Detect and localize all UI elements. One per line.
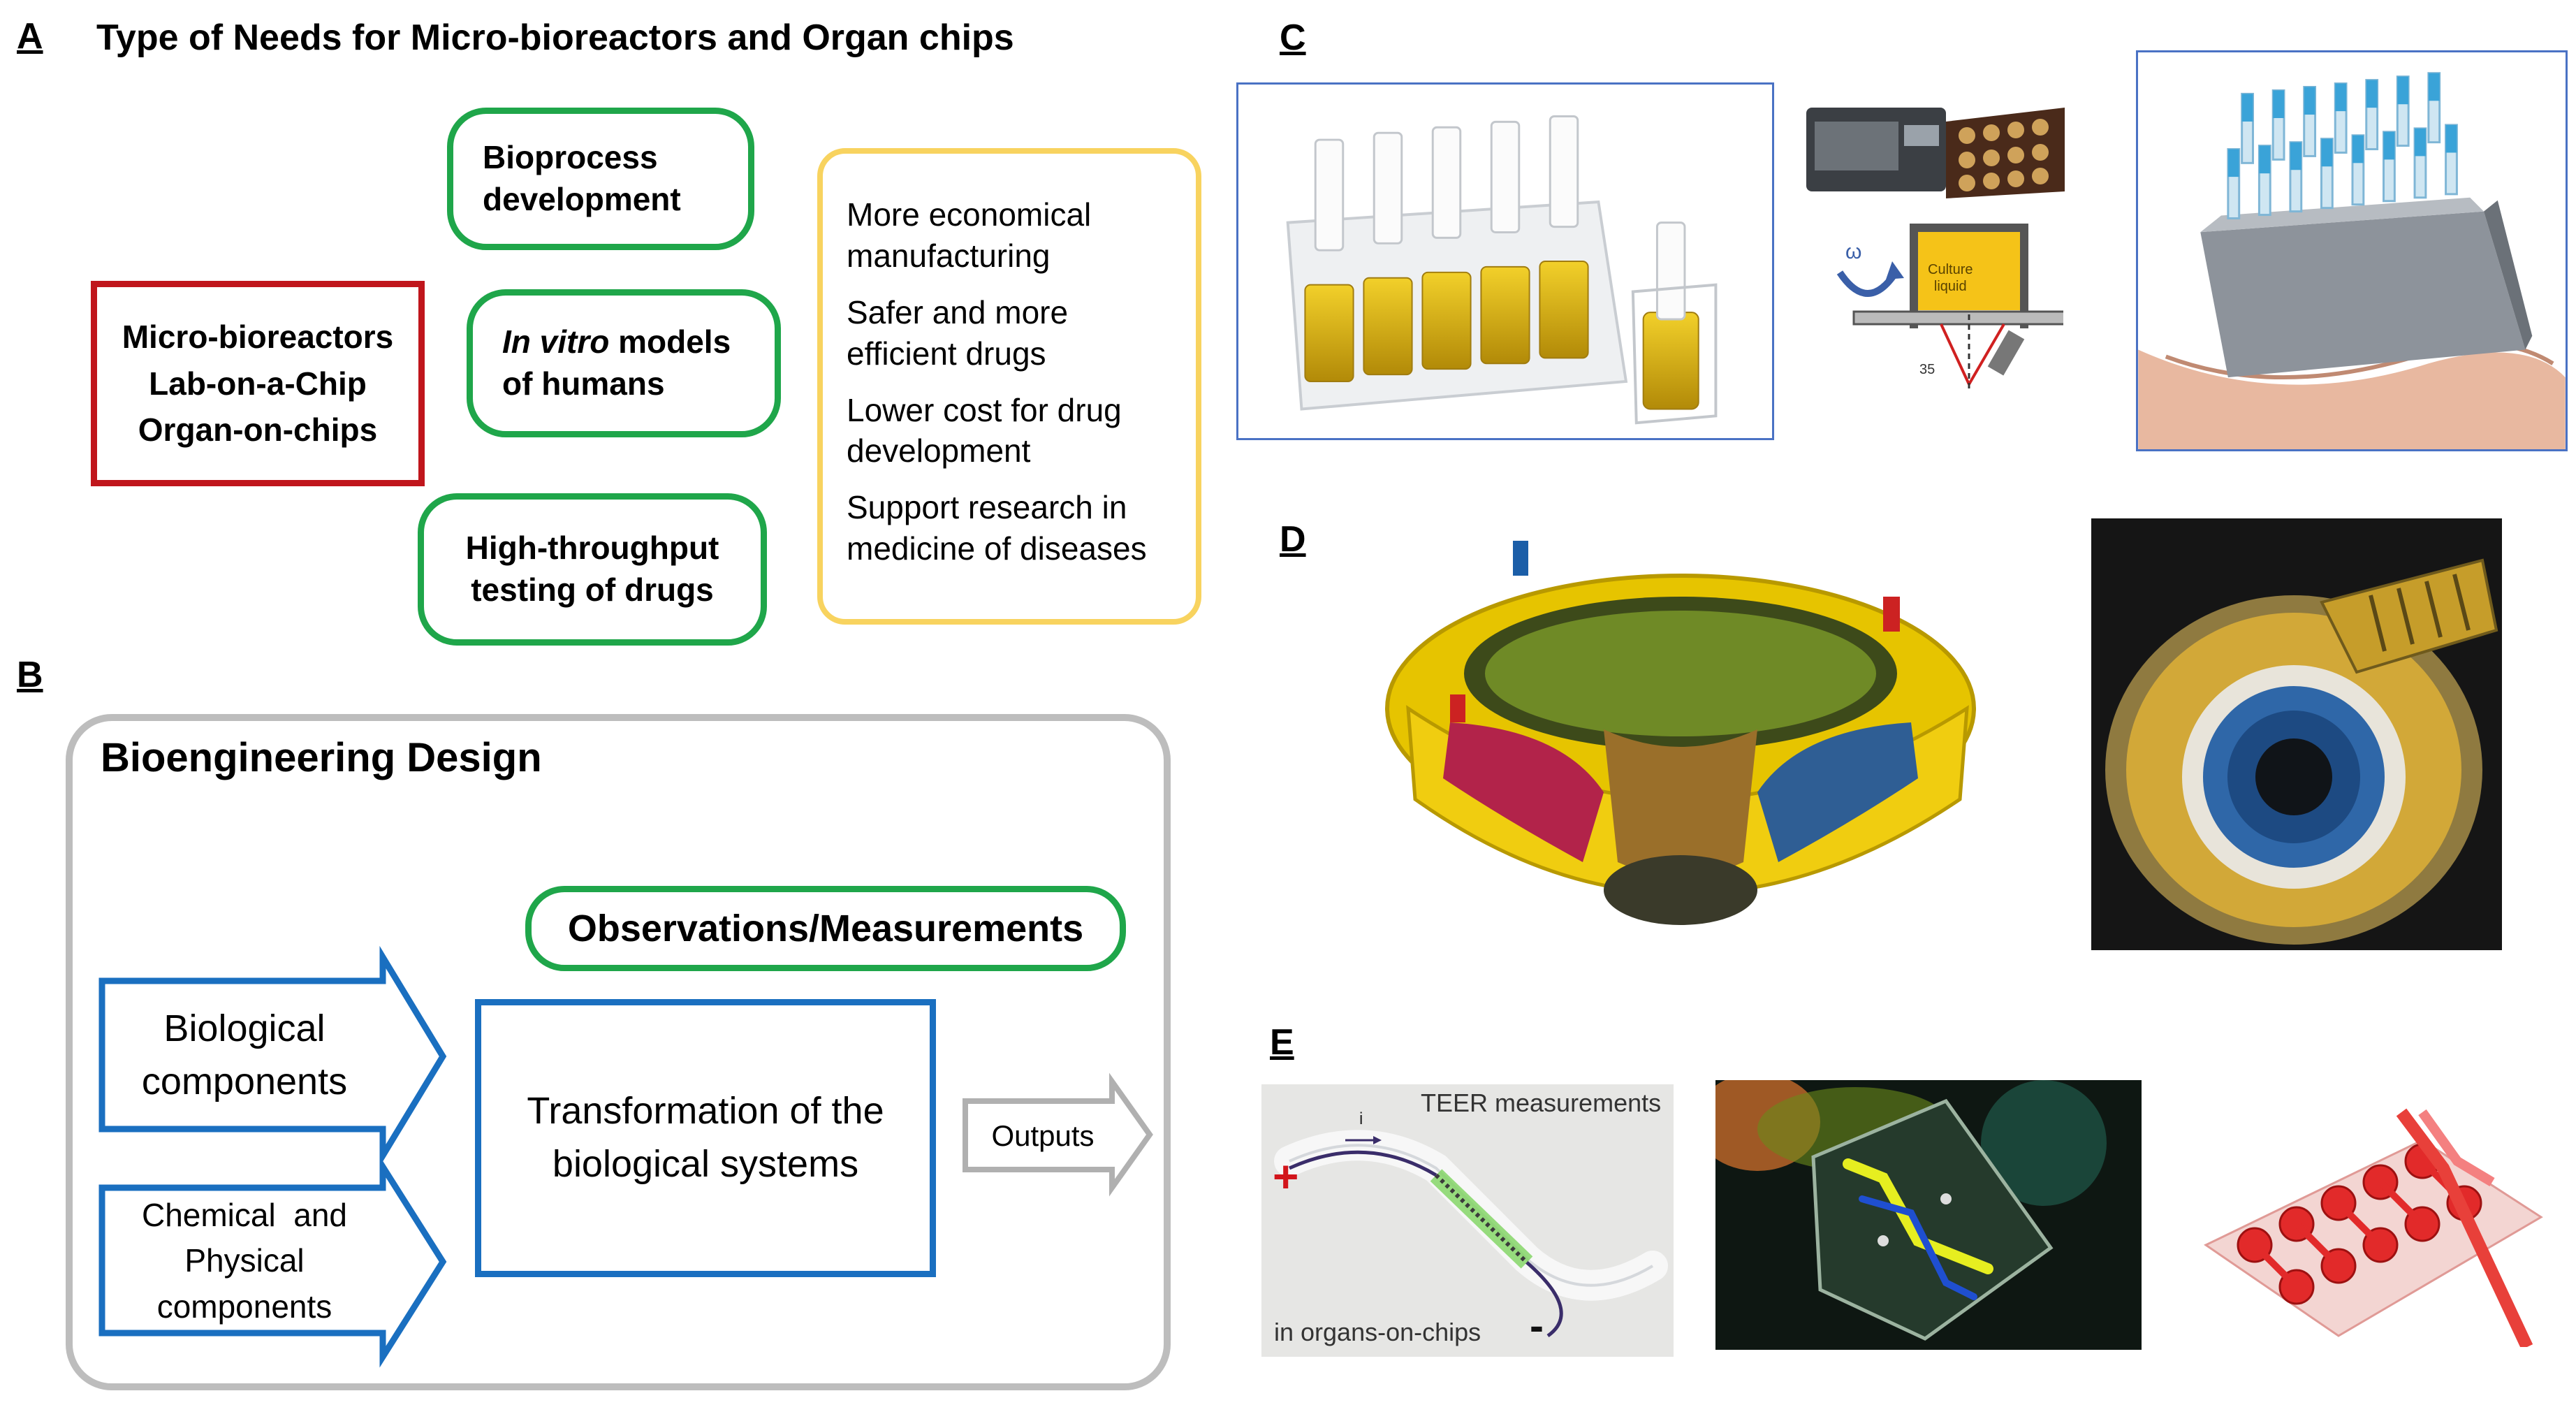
eye-on-chip-photo: [2091, 518, 2502, 950]
fluorescent-chip-illustration: [1715, 1080, 2142, 1350]
teer-measurement-photo: [1261, 1084, 1674, 1357]
panel-b-label: B: [17, 655, 43, 695]
bioreactor-vessels-photo: [1236, 82, 1774, 440]
benefit-3-line1: Lower cost for drug: [847, 391, 1122, 428]
bio-components-line1: Biological: [163, 1007, 325, 1050]
fluorescent-chip-photo: [1715, 1080, 2142, 1350]
in-vitro-models-text: models: [609, 323, 731, 361]
benefit-lower-cost: Lower cost for drug development: [847, 390, 1175, 472]
need-in-vitro-line2: of humans: [502, 365, 665, 402]
need-high-throughput: High-throughput testing of drugs: [418, 493, 767, 646]
transformation-box: Transformation of the biological systems: [475, 999, 936, 1277]
panel-c-label: C: [1280, 17, 1306, 58]
bio-components-label: Biological components: [105, 984, 384, 1128]
bioreactor-vessels-illustration: [1286, 115, 1718, 425]
chem-components-line3: components: [156, 1288, 332, 1325]
benefit-2-line2: efficient drugs: [847, 335, 1046, 372]
benefit-safer-drugs: Safer and more efficient drugs: [847, 292, 1175, 374]
bio-components-line2: components: [141, 1061, 348, 1102]
platform-organ-on-chips: Organ-on-chips: [138, 412, 378, 449]
benefit-1-line1: More economical: [847, 196, 1092, 233]
chem-components-label: Chemical and Physical components: [105, 1191, 384, 1332]
current-label: i: [1359, 1109, 1363, 1128]
culture-liquid-line1: Culture: [1928, 262, 1973, 277]
teer-chip-illustration: [1261, 1084, 1674, 1357]
platform-micro-bioreactors: Micro-bioreactors: [122, 318, 394, 355]
culture-liquid-line2: liquid: [1933, 279, 1967, 294]
chem-components-line2: Physical: [184, 1242, 305, 1279]
panel-b-title: Bioengineering Design: [101, 735, 542, 780]
benefits-box: More economical manufacturing Safer and m…: [817, 148, 1201, 625]
svg-text:ω: ω: [1845, 240, 1861, 263]
bioengineering-design-box: [66, 714, 1171, 1390]
organ-chip-cutaway-photo: [1352, 499, 2009, 999]
angle-label: 35: [1919, 362, 1935, 377]
need-bioprocess-line2: development: [483, 181, 681, 217]
teer-caption: in organs-on-chips: [1274, 1318, 1481, 1346]
need-bioprocess-line1: Bioprocess: [483, 139, 658, 176]
observations-measurements: Observations/Measurements: [525, 886, 1126, 971]
benefit-support-research: Support research in medicine of diseases: [847, 487, 1175, 569]
benefit-4-line2: medicine of diseases: [847, 530, 1147, 567]
in-vitro-emphasis: In vitro: [502, 323, 610, 361]
red-microfluidic-chip-photo: [2192, 1084, 2547, 1347]
handheld-bioreactor-photo: [2136, 50, 2568, 451]
panel-e-label: E: [1270, 1022, 1294, 1063]
minus-electrode: -: [1530, 1302, 1544, 1349]
platform-lab-on-a-chip: Lab-on-a-Chip: [149, 365, 367, 402]
transformation-line1: Transformation of the: [527, 1090, 884, 1133]
panel-d-label: D: [1280, 519, 1306, 560]
orbital-shaking-svg: ω: [1836, 224, 2063, 391]
benefit-3-line2: development: [847, 432, 1031, 469]
benefit-4-line1: Support research in: [847, 489, 1127, 526]
need-in-vitro-models: In vitro models of humans: [467, 289, 781, 437]
panel-a-label: A: [17, 16, 43, 57]
red-microfluidic-chip-illustration: [2192, 1084, 2547, 1347]
plus-electrode: +: [1273, 1151, 1299, 1202]
need-throughput-line2: testing of drugs: [471, 572, 714, 608]
shaker-instrument-photo: [1806, 94, 2072, 205]
teer-title: TEER measurements: [1421, 1089, 1662, 1117]
culture-liquid-label: Culture liquid: [1928, 261, 1973, 295]
outputs-label: Outputs: [991, 1119, 1095, 1152]
handheld-bioreactor-illustration: [2138, 72, 2566, 449]
panel-a-title: Type of Needs for Micro-bioreactors and …: [96, 17, 1014, 58]
need-in-vitro-line1: In vitro models: [502, 321, 731, 363]
need-bioprocess: Bioprocess development: [447, 108, 754, 250]
shaker-instrument-illustration: [1806, 108, 2065, 198]
benefit-2-line1: Safer and more: [847, 293, 1069, 330]
organ-chip-cutaway-illustration: [1385, 541, 1976, 925]
chem-components-line1: Chemical and: [141, 1197, 348, 1234]
benefit-economical: More economical manufacturing: [847, 194, 1175, 277]
eye-on-chip-illustration: [2091, 518, 2502, 950]
transformation-line2: biological systems: [552, 1143, 859, 1185]
orbital-shaking-diagram: ω: [1819, 210, 2063, 398]
need-throughput-line1: High-throughput: [465, 530, 719, 567]
benefit-1-line2: manufacturing: [847, 237, 1051, 274]
platforms-box: Micro-bioreactors Lab-on-a-Chip Organ-on…: [91, 281, 425, 486]
